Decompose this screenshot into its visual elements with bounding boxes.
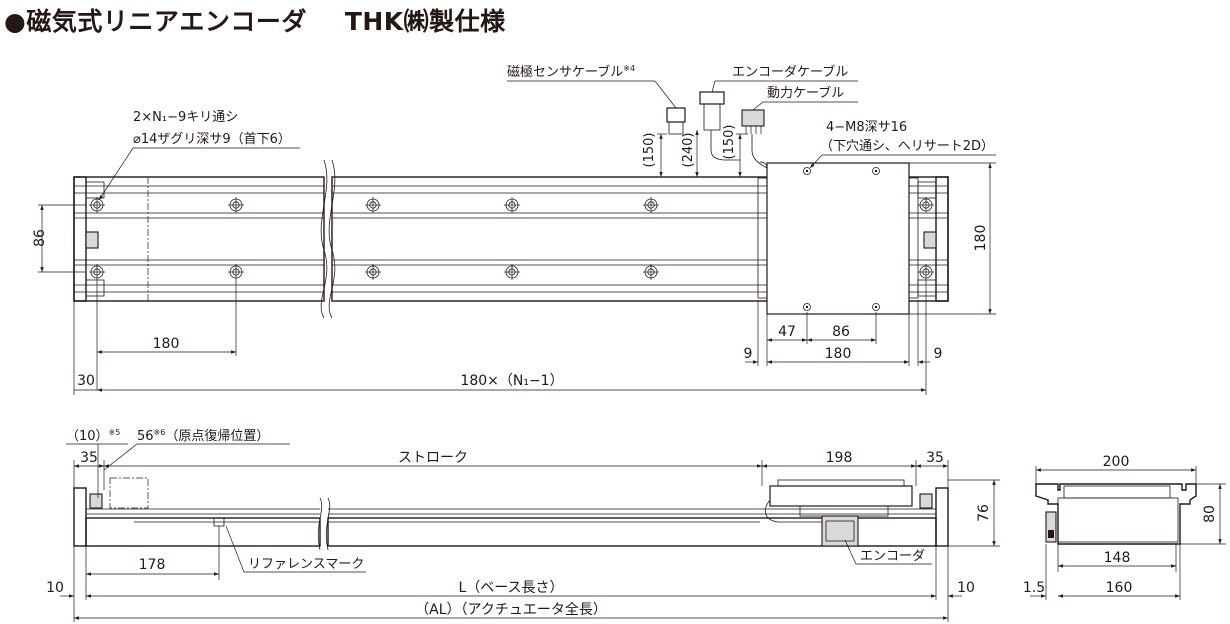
svg-text:（10）※5: （10）※5 <box>66 428 120 444</box>
dim-1-5: 1.5 <box>1023 580 1045 596</box>
side-view: （10）※5 56※6（原点復帰位置） 35 ストローク 198 35 76 1… <box>46 428 1000 622</box>
tap-note-line-2: （下穴通シ、ヘリサート2D） <box>820 139 994 154</box>
dim-178: 178 <box>139 557 166 573</box>
mounting-hole <box>503 196 521 214</box>
encoder-connector <box>699 91 725 105</box>
dim-actuator-length: （AL）（アクチュエータ全長） <box>415 601 607 618</box>
svg-text:磁極センサケーブル※4: 磁極センサケーブル※4 <box>507 64 635 80</box>
dim-148: 148 <box>1104 550 1131 566</box>
mounting-hole <box>227 196 245 214</box>
dim-30: 30 <box>77 373 95 389</box>
dim-35-right: 35 <box>926 450 944 466</box>
dim-180-slider: 180 <box>825 346 852 362</box>
tap-note-line-1: 4−M8深サ16 <box>826 120 907 135</box>
dim-9-right: 9 <box>934 346 943 362</box>
dim-9-left: 9 <box>744 346 753 362</box>
top-view: 86 180 30 180×（N₁−1） 47 86 9 180 9 <box>32 64 996 395</box>
cable-encoder-label: エンコーダケーブル <box>732 64 848 80</box>
title-maker: THK㈱製仕様 <box>344 7 506 36</box>
page-title: ●磁気式リニアエンコーダ THK㈱製仕様 <box>4 2 506 38</box>
cable-sensor-label: 磁極センサケーブル <box>507 64 623 80</box>
mounting-hole <box>88 263 106 281</box>
base-left-part <box>73 176 325 302</box>
dim-160: 160 <box>1106 580 1133 596</box>
dim-86-left: 86 <box>32 229 48 247</box>
mounting-hole <box>917 263 935 281</box>
cable-power-label: 動力ケーブル <box>767 85 844 101</box>
end-view: 200 80 148 1.5 160 <box>1023 454 1226 600</box>
sensor-connector <box>666 107 686 123</box>
power-connector <box>741 109 765 127</box>
encoder-cable <box>710 130 740 161</box>
dim-56-note: ※6 <box>154 428 166 437</box>
end-cap-right <box>935 176 949 302</box>
dim-35-left: 35 <box>80 450 98 466</box>
dim-56: 56 <box>137 429 154 444</box>
dim-200: 200 <box>1103 454 1130 470</box>
dim-240: (240) <box>681 133 696 168</box>
dim-150-left: (150) <box>642 133 657 168</box>
side-end-right <box>935 487 949 547</box>
slider-table <box>766 162 910 315</box>
end-view-profile <box>1035 483 1197 545</box>
encoder-label: エンコーダ <box>860 549 925 564</box>
side-encoder-head <box>821 515 859 547</box>
side-slider <box>769 485 913 507</box>
dim-180-height: 180 <box>973 225 989 252</box>
mounting-hole <box>364 196 382 214</box>
dim-198: 198 <box>826 450 853 466</box>
mounting-hole-note-1: 2×N₁−9キリ通シ <box>133 110 238 125</box>
mounting-hole <box>642 196 660 214</box>
dim-150-right: (150) <box>722 125 737 160</box>
dim-80: 80 <box>1202 505 1218 523</box>
mounting-hole <box>642 263 660 281</box>
cable-sensor-note: ※4 <box>623 64 635 73</box>
reference-mark-label: リファレンスマーク <box>248 557 364 572</box>
mounting-hole <box>364 263 382 281</box>
dim-10-left: 10 <box>46 580 64 596</box>
mounting-hole <box>88 196 106 214</box>
dim-56-text: （原点復帰位置） <box>165 428 269 444</box>
title-main: ●磁気式リニアエンコーダ <box>4 7 307 36</box>
dim-stroke: ストローク <box>398 450 468 466</box>
svg-text:56※6（原点復帰位置）: 56※6（原点復帰位置） <box>137 428 269 444</box>
mounting-hole <box>227 263 245 281</box>
dim-pitch-total: 180×（N₁−1） <box>460 373 563 389</box>
mounting-hole-note-2: ⌀14ザグリ深サ9（首下6） <box>133 132 291 147</box>
end-cap-left <box>73 176 87 302</box>
dim-86-slider: 86 <box>832 324 850 340</box>
mounting-hole <box>917 196 935 214</box>
dim-180-pitch: 180 <box>153 336 180 352</box>
side-end-left <box>73 487 87 547</box>
dim-base-length: L（ベース長さ） <box>458 580 563 596</box>
dim-47: 47 <box>778 324 796 340</box>
power-cable <box>751 134 768 169</box>
break-line <box>320 159 328 319</box>
dim-10-paren-note: ※5 <box>109 428 121 437</box>
dim-76: 76 <box>976 504 992 522</box>
dim-10-paren: （10） <box>66 429 109 444</box>
mounting-hole <box>503 263 521 281</box>
dim-10-right: 10 <box>957 580 975 596</box>
